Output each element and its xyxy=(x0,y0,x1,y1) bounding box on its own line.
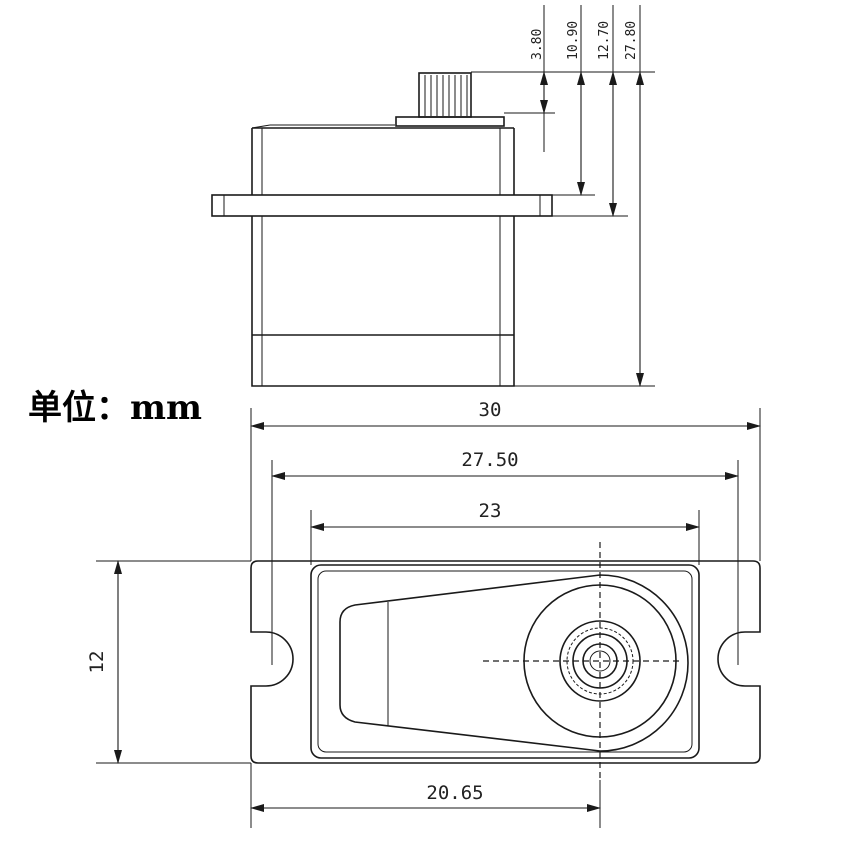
side-view xyxy=(211,72,553,387)
dim-3-80-label: 3.80 xyxy=(530,29,545,60)
unit-label: 单位：mm xyxy=(28,388,202,428)
dim-12-70-label: 12.70 xyxy=(597,21,612,60)
spline-outer xyxy=(559,620,641,702)
dim-27-50-label: 27.50 xyxy=(461,449,518,471)
lower-case xyxy=(251,216,515,387)
side-dimensions: 3.80 10.90 12.70 27.80 xyxy=(471,5,655,387)
flange-outline xyxy=(250,560,761,764)
top-dimensions: 30 27.50 23 12 20.65 xyxy=(86,399,761,828)
dim-20-65-label: 20.65 xyxy=(426,782,483,804)
output-spline xyxy=(418,72,472,118)
top-view xyxy=(250,542,761,780)
servo-horn xyxy=(339,574,689,752)
mounting-flange xyxy=(211,194,553,217)
dim-27-80-label: 27.80 xyxy=(624,21,639,60)
spline-teeth xyxy=(424,75,468,116)
dim-10-90-label: 10.90 xyxy=(566,21,581,60)
dim-12-label: 12 xyxy=(86,651,108,674)
dim-23-label: 23 xyxy=(479,500,502,522)
output-boss xyxy=(395,116,505,127)
dim-30-label: 30 xyxy=(479,399,502,421)
case-top xyxy=(310,564,700,759)
top-case xyxy=(251,127,515,195)
